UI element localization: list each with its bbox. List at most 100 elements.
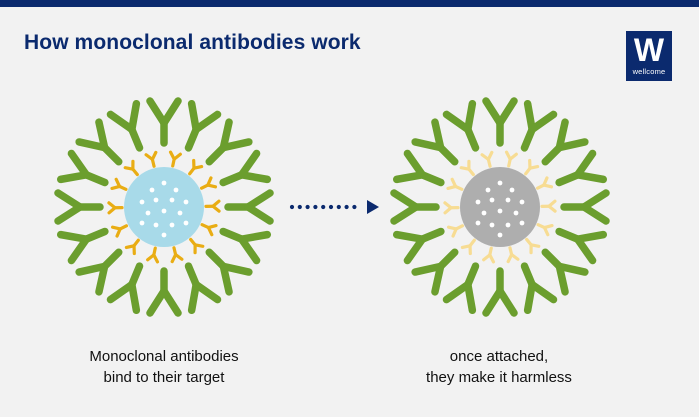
antibody [442,262,480,315]
dotted-arrow-right-icon [289,200,379,214]
particle-dot [497,180,503,186]
particle-dot [169,197,175,203]
particle-dot [505,222,511,228]
particle-dot [139,199,145,205]
particle-dot [489,222,495,228]
antibody [146,246,160,264]
antibody [205,118,253,166]
antibody [411,118,459,166]
antibody [524,158,540,176]
antibody [110,177,128,191]
top-bar [0,0,699,7]
antibody [123,159,139,177]
antibody [555,227,608,265]
antibody [200,223,218,237]
antibody [146,267,182,317]
antibody [189,237,205,255]
antibody [520,262,558,315]
particle-dot [475,220,481,226]
caption-bind-to-target: Monoclonal antibodies bind to their targ… [44,346,284,388]
particle-dot [183,199,189,205]
antibody [219,227,272,265]
antibody [482,246,496,264]
caption-line: once attached, [449,348,549,365]
caption-harmless: once attached, they make it harmless [379,346,619,388]
particle-dot [509,187,515,193]
antibody [392,227,445,265]
antibody [56,227,109,265]
neutralized-target-particle [460,167,540,247]
caption-line: Monoclonal antibodies [89,348,239,365]
particle-dot [519,220,525,226]
particle-dot [485,187,491,193]
antibody [555,149,608,187]
antibody [446,224,465,238]
antibody [56,149,109,187]
antibody [392,149,445,187]
antibody [170,246,184,264]
antibody [411,248,459,296]
particle-dot [145,210,151,216]
particle-dot [169,222,175,228]
particle-dot [153,222,159,228]
logo-mark: W [633,32,665,68]
particle-dot [149,187,155,193]
particle-dot [505,197,511,203]
particle-dot [481,210,487,216]
particle-dot [475,199,481,205]
antibody [480,150,494,168]
antibody [482,97,518,147]
antibody [54,189,104,225]
antibody [146,97,182,147]
antibody [482,267,518,317]
antibody [446,177,464,191]
antibody [75,248,123,296]
antibody [504,150,518,168]
particle-dot [161,208,167,214]
particle-dot [489,197,495,203]
antibody [168,150,182,168]
antibody [106,99,144,152]
antibody [443,201,460,215]
antibody [460,238,476,256]
page-title: How monoclonal antibodies work [24,31,361,54]
particle-dot [153,197,159,203]
particle-dot [497,208,503,214]
antibody [390,189,440,225]
particle-dot [183,220,189,226]
particle-dot [497,232,503,238]
antibody [541,118,589,166]
antibody [536,223,554,237]
antibody [107,201,124,215]
neutralized-panel [390,97,610,317]
antibody [520,99,558,152]
antibody [525,237,541,255]
antibody [204,199,221,213]
antibody [199,176,218,190]
antibody [560,189,610,225]
caption-line: they make it harmless [426,369,572,386]
antibody [205,248,253,296]
antibody [144,150,158,168]
antibody [506,246,520,264]
particle-dot [161,232,167,238]
antibody [219,149,272,187]
antibody [124,238,140,256]
particle-dot [513,210,519,216]
antibody [541,248,589,296]
particle-dot [519,199,525,205]
antibody [184,99,222,152]
antibody [459,159,475,177]
antibody [106,262,144,315]
particle-dot [161,180,167,186]
wellcome-logo: W wellcome [626,31,672,81]
antibody [540,199,557,213]
active-target-particle [124,167,204,247]
particle-dot [177,210,183,216]
antibody [188,158,204,176]
antibody [224,189,274,225]
antibody [442,99,480,152]
particle-dot [139,220,145,226]
antibody [535,176,554,190]
